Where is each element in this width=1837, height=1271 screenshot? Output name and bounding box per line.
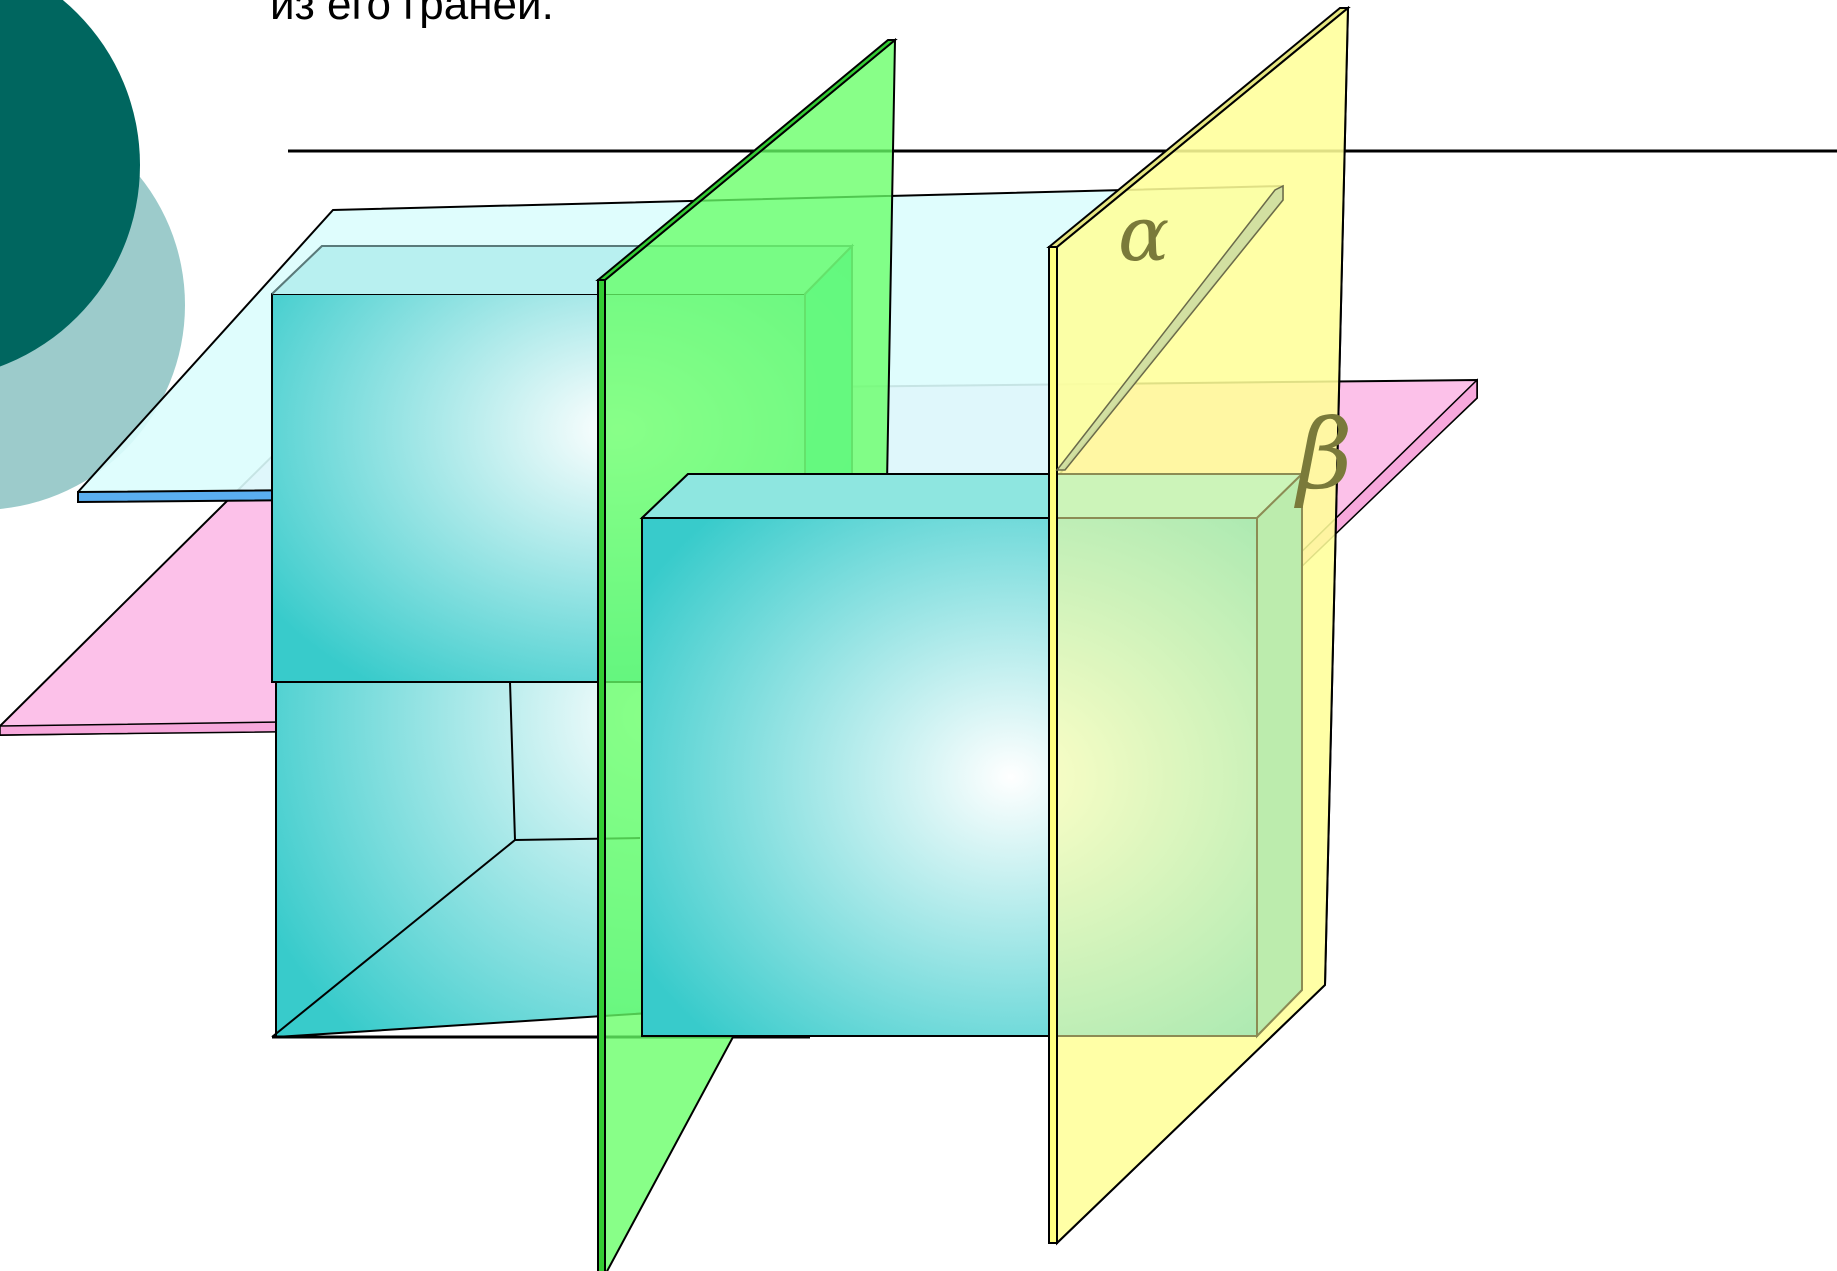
plane-green-front-edge [597, 279, 606, 1271]
decorative-circles [0, 0, 185, 509]
decorative-circle-dark [0, 0, 140, 367]
label-alpha: α [1118, 189, 1169, 278]
label-beta: β [1294, 399, 1353, 511]
slide-text-fragment: из его граней. [270, 0, 554, 29]
plane-alpha-overlay [1048, 5, 1350, 1246]
